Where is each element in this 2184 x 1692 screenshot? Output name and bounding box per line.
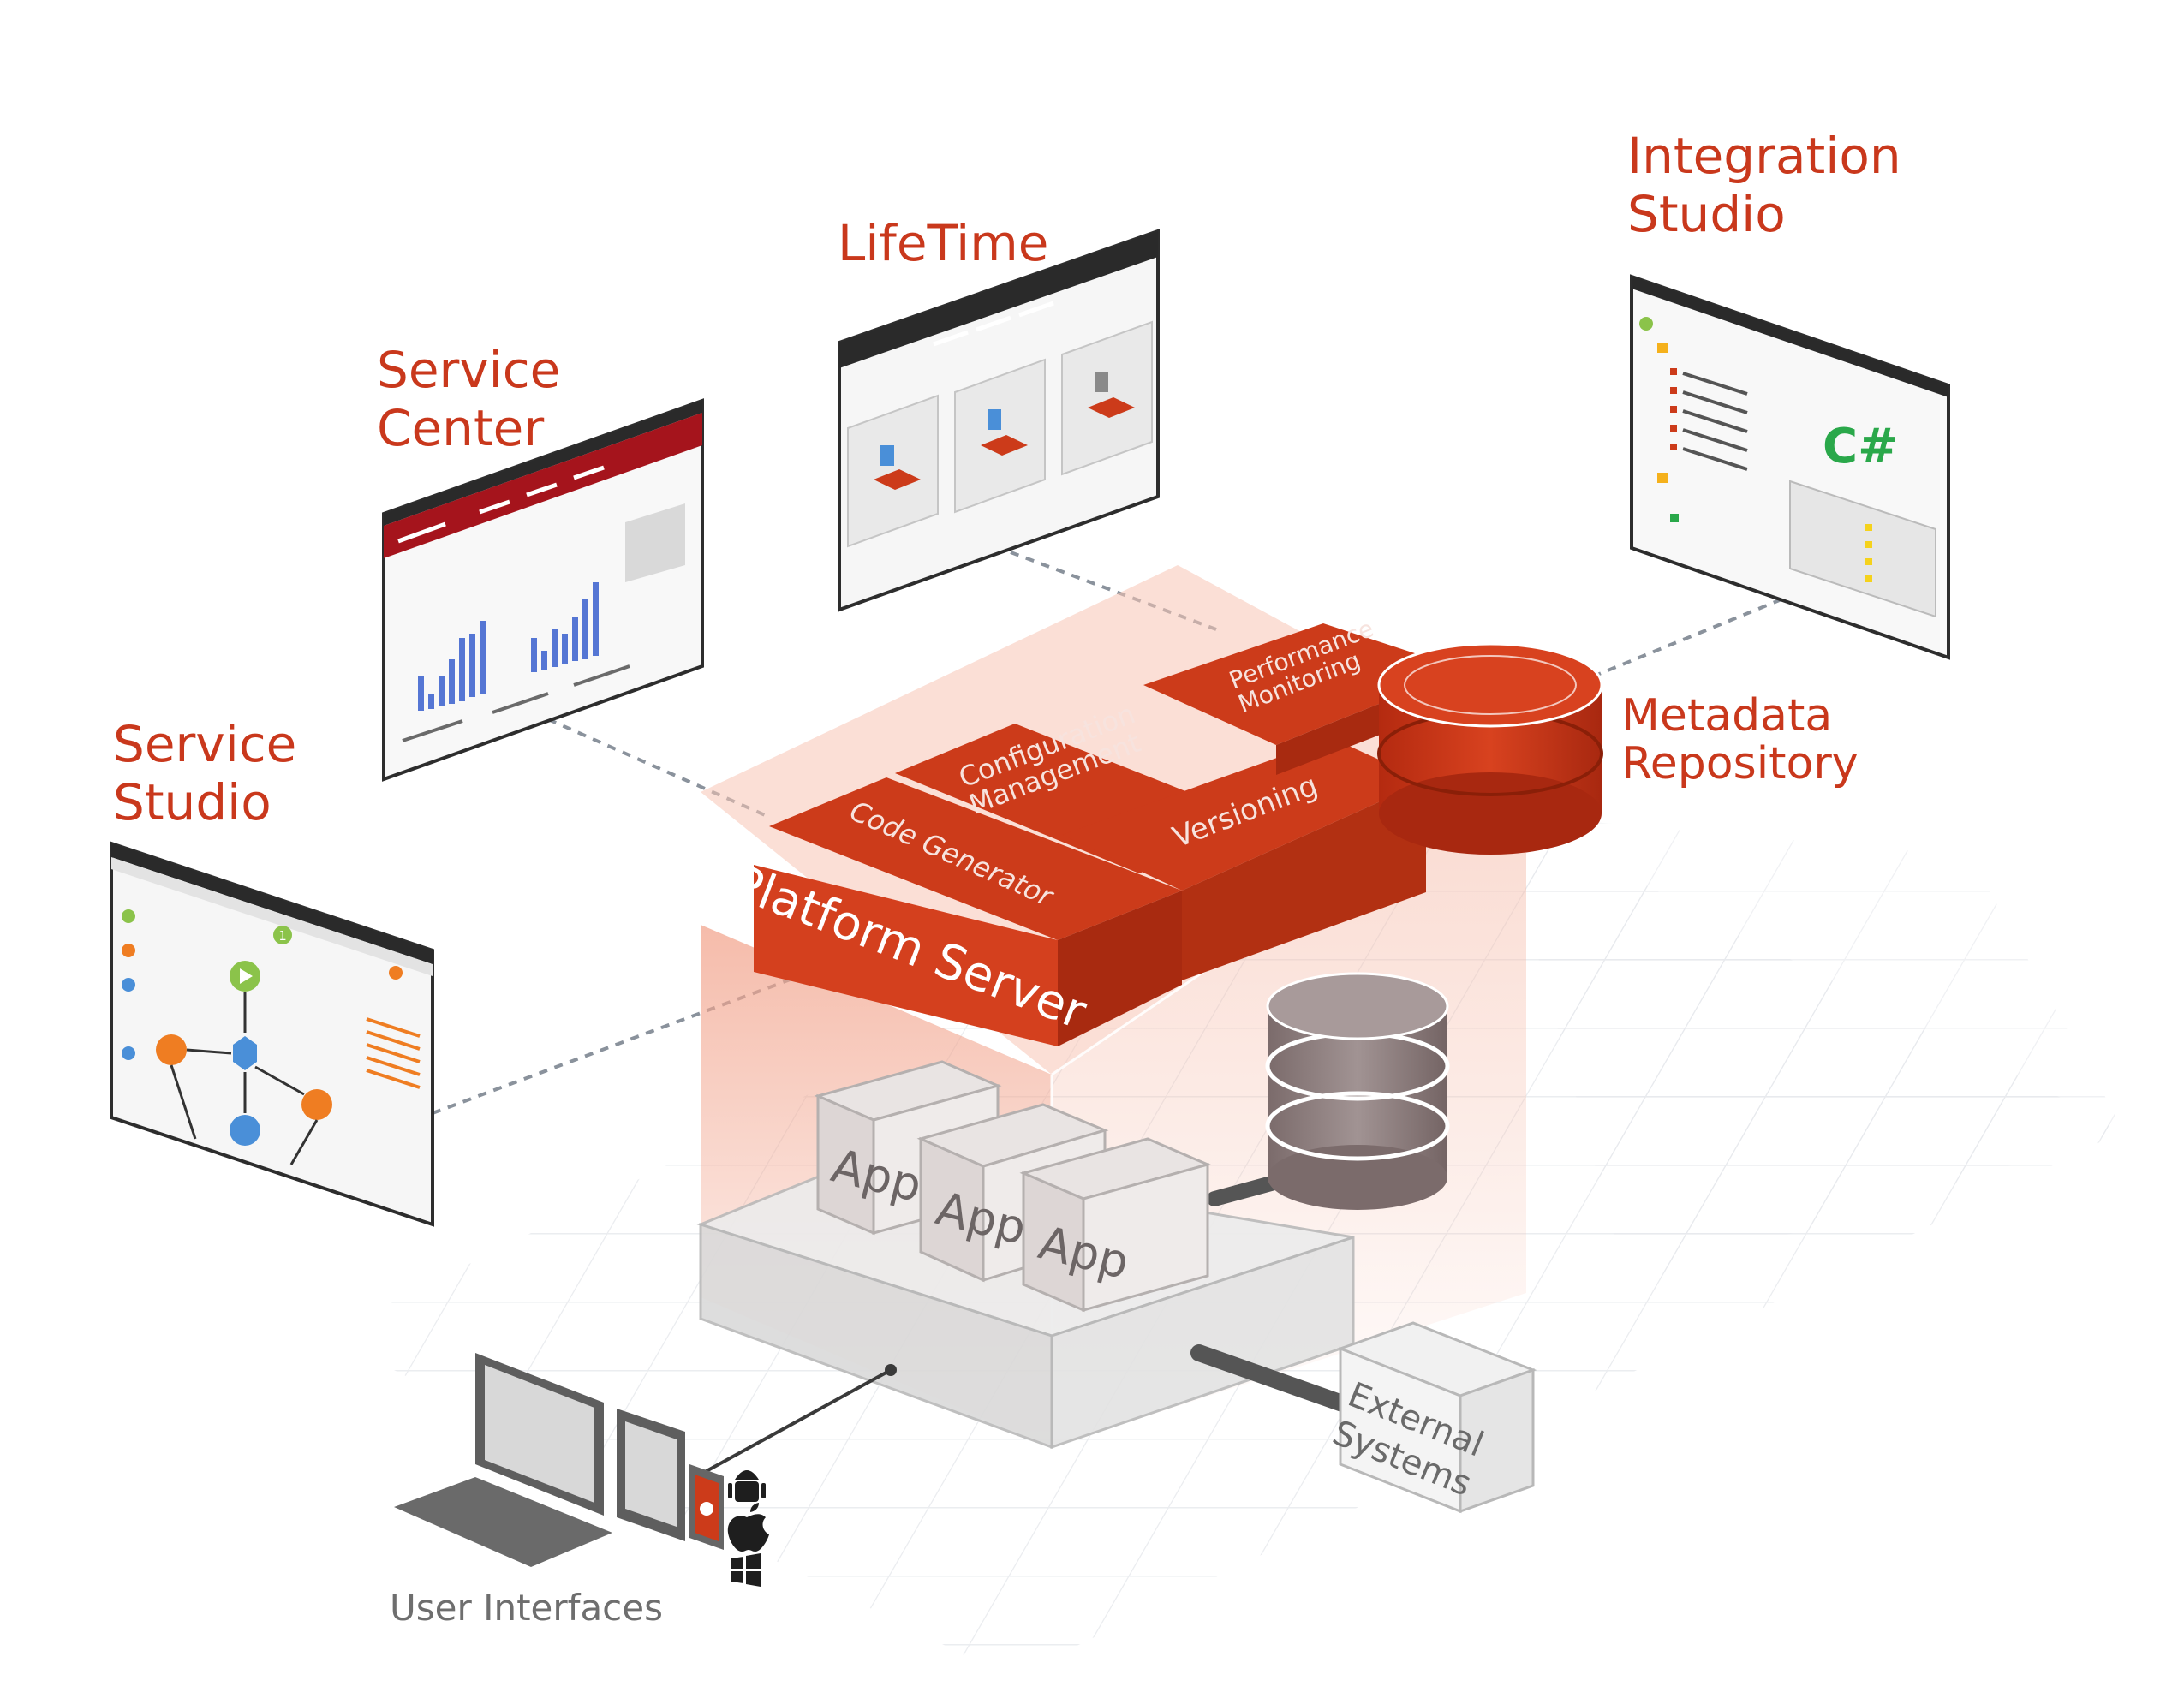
metadata-repository-cylinder — [1377, 642, 1603, 855]
toolbox-icons — [122, 909, 135, 1060]
service-studio-screen: 1 — [110, 841, 434, 1227]
badge-circle — [273, 926, 292, 944]
external-systems-box — [1190, 1321, 1537, 1514]
app-database-cylinder — [1207, 972, 1450, 1210]
environment-2 — [954, 358, 1046, 514]
phone-icon — [689, 1464, 724, 1550]
node-hexagon — [233, 1036, 257, 1070]
user-interfaces-devices — [394, 1353, 897, 1587]
node-blue — [230, 1115, 260, 1146]
android-icon — [728, 1470, 766, 1502]
app-cubes — [814, 1060, 1212, 1313]
environment-3 — [1061, 320, 1153, 476]
user-interfaces-title: User Interfaces — [390, 1587, 663, 1629]
service-studio-title: Service Studio — [113, 715, 297, 831]
service-center-title: Service Center — [377, 341, 561, 457]
csharp-badge: C# — [1823, 419, 1898, 474]
metadata-repository-title: Metadata Repository — [1621, 690, 1859, 789]
service-studio-badge: 1 — [278, 928, 287, 944]
integration-studio-title: Integration Studio — [1627, 127, 1901, 243]
service-center-screen — [382, 398, 704, 782]
lifetime-title: LifeTime — [838, 214, 1049, 272]
properties-list — [366, 1017, 421, 1089]
bar-chart-2 — [531, 582, 599, 672]
tablet-icon — [617, 1409, 685, 1541]
laptop-icon — [394, 1353, 612, 1567]
integration-studio-screen: C# — [1630, 274, 1950, 660]
node-orange-2 — [301, 1089, 332, 1120]
workflow-graph — [156, 961, 332, 1165]
app-cube-3 — [1019, 1137, 1212, 1313]
apple-icon — [727, 1503, 769, 1552]
bar-chart-1 — [418, 621, 486, 711]
lifetime-screen — [838, 229, 1160, 612]
environment-1 — [847, 394, 939, 548]
windows-icon — [731, 1553, 761, 1587]
node-orange — [156, 1034, 187, 1065]
